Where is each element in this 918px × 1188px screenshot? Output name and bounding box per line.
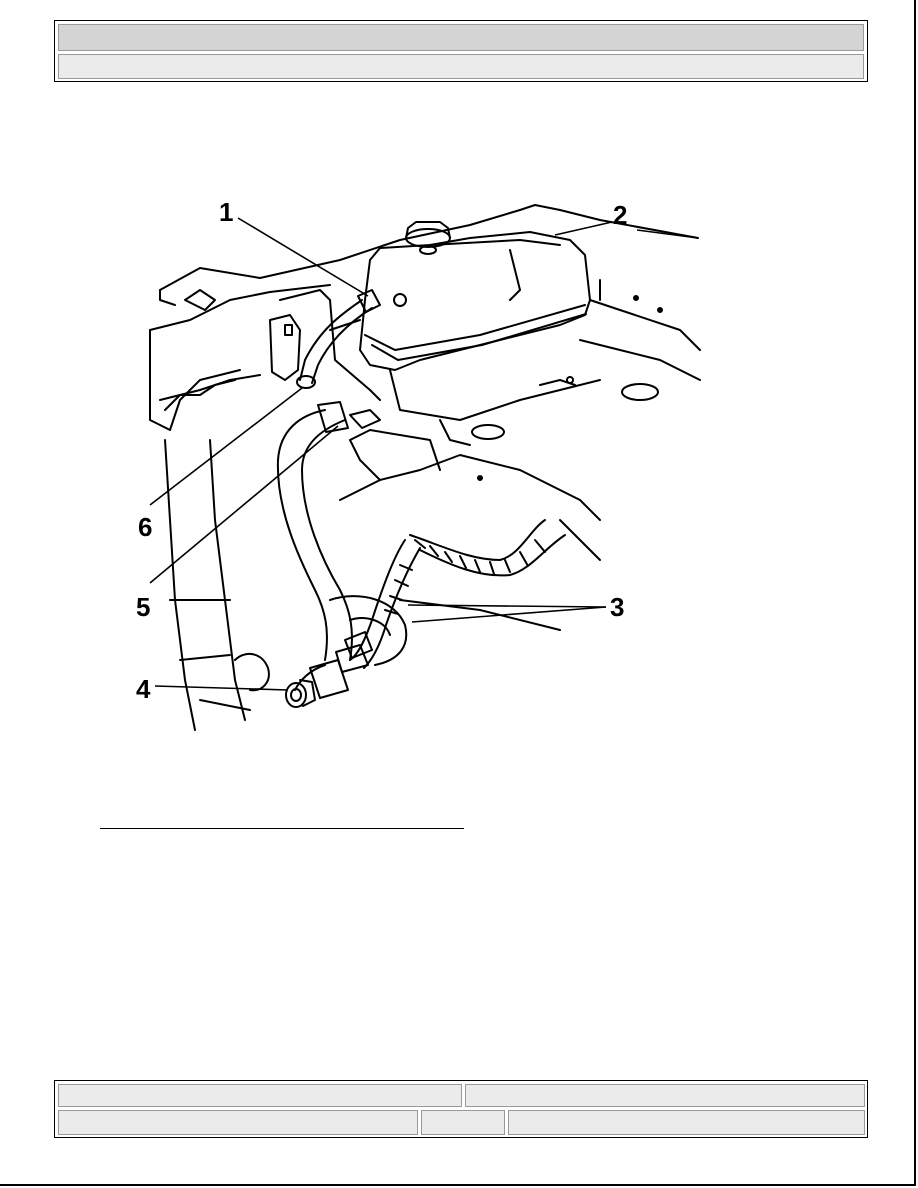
- footer-cell-2: [465, 1084, 865, 1107]
- callout-6: 6: [138, 512, 153, 542]
- footer-cell-5: [508, 1110, 865, 1135]
- footer-table: [54, 1080, 868, 1138]
- callout-1: 1: [219, 197, 234, 227]
- footer-cell-3: [58, 1110, 418, 1135]
- callout-5: 5: [136, 592, 151, 622]
- header-row-1: [58, 24, 864, 51]
- callout-4: 4: [136, 674, 151, 704]
- header-row-2: [58, 54, 864, 79]
- footer-cell-1: [58, 1084, 462, 1107]
- header-table: [54, 20, 868, 82]
- footer-cell-4: [421, 1110, 505, 1135]
- callout-2: 2: [613, 200, 628, 230]
- callout-3: 3: [610, 592, 625, 622]
- coolant-system-illustration: [149, 204, 701, 731]
- caption-divider: [100, 828, 464, 829]
